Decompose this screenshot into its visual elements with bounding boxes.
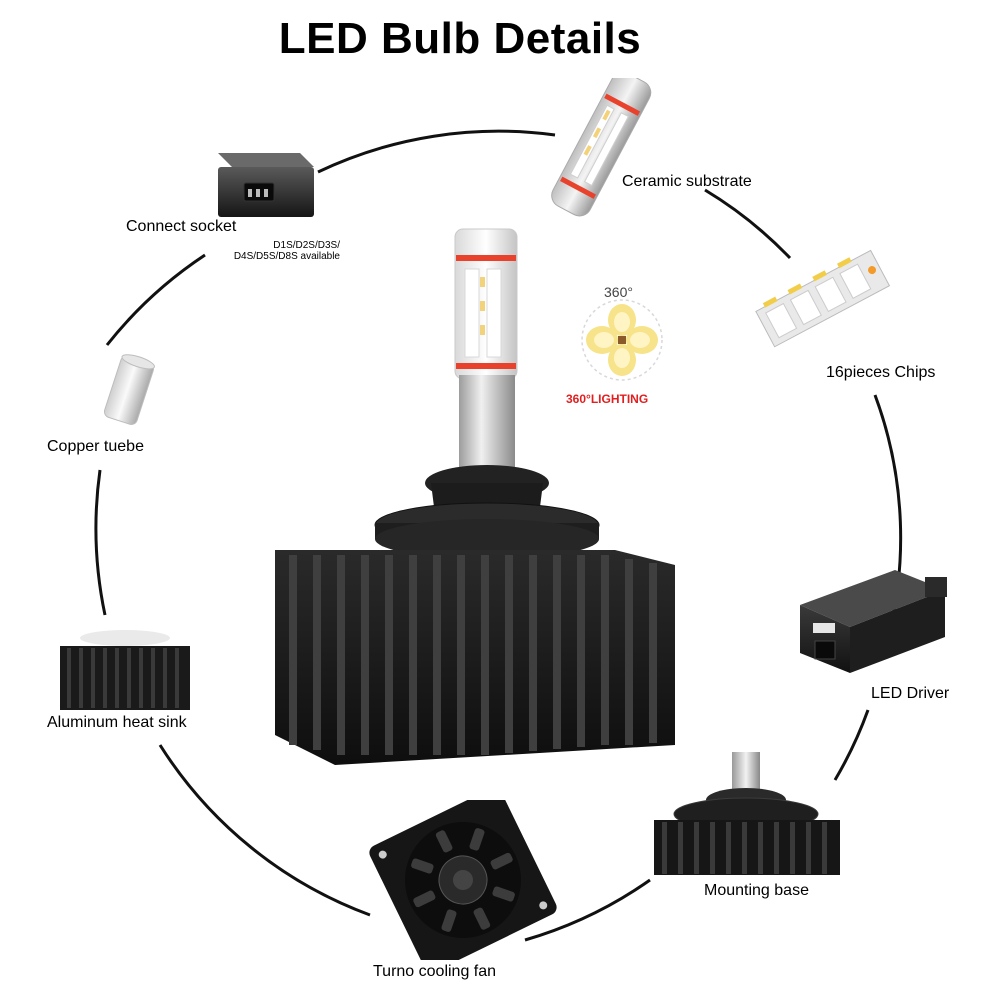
chips-image: [755, 249, 891, 348]
mounting-base-image: [654, 752, 840, 875]
chips-label: 16pieces Chips: [826, 364, 936, 381]
connect-socket-image: [218, 153, 314, 217]
led-driver-label: LED Driver: [871, 685, 950, 702]
lighting-label: 360°LIGHTING: [566, 392, 649, 406]
lighting-degree: 360°: [604, 284, 633, 300]
cooling-fan-image: [369, 800, 557, 960]
connect-socket-note: D1S/D2S/D3S/ D4S/D5S/D8S available: [214, 240, 340, 262]
heat-sink-label: Aluminum heat sink: [47, 714, 187, 731]
connect-socket-note-line1: D1S/D2S/D3S/: [273, 240, 340, 251]
led-bulb-main-image: [275, 228, 675, 765]
cooling-fan-label: Turno cooling fan: [373, 963, 497, 980]
mounting-base-label: Mounting base: [704, 882, 809, 899]
led-driver-image: [800, 570, 947, 673]
heat-sink-image: [60, 630, 190, 710]
lighting-360-icon: [581, 299, 663, 381]
ceramic-substrate-image: [551, 78, 652, 217]
ceramic-substrate-label: Ceramic substrate: [622, 173, 752, 190]
copper-tube-label: Copper tuebe: [47, 438, 144, 455]
connect-socket-label: Connect socket: [126, 218, 237, 235]
copper-tube-image: [103, 354, 155, 425]
connect-socket-note-line2: D4S/D5S/D8S available: [233, 251, 340, 262]
page-title: LED Bulb Details: [278, 14, 642, 63]
